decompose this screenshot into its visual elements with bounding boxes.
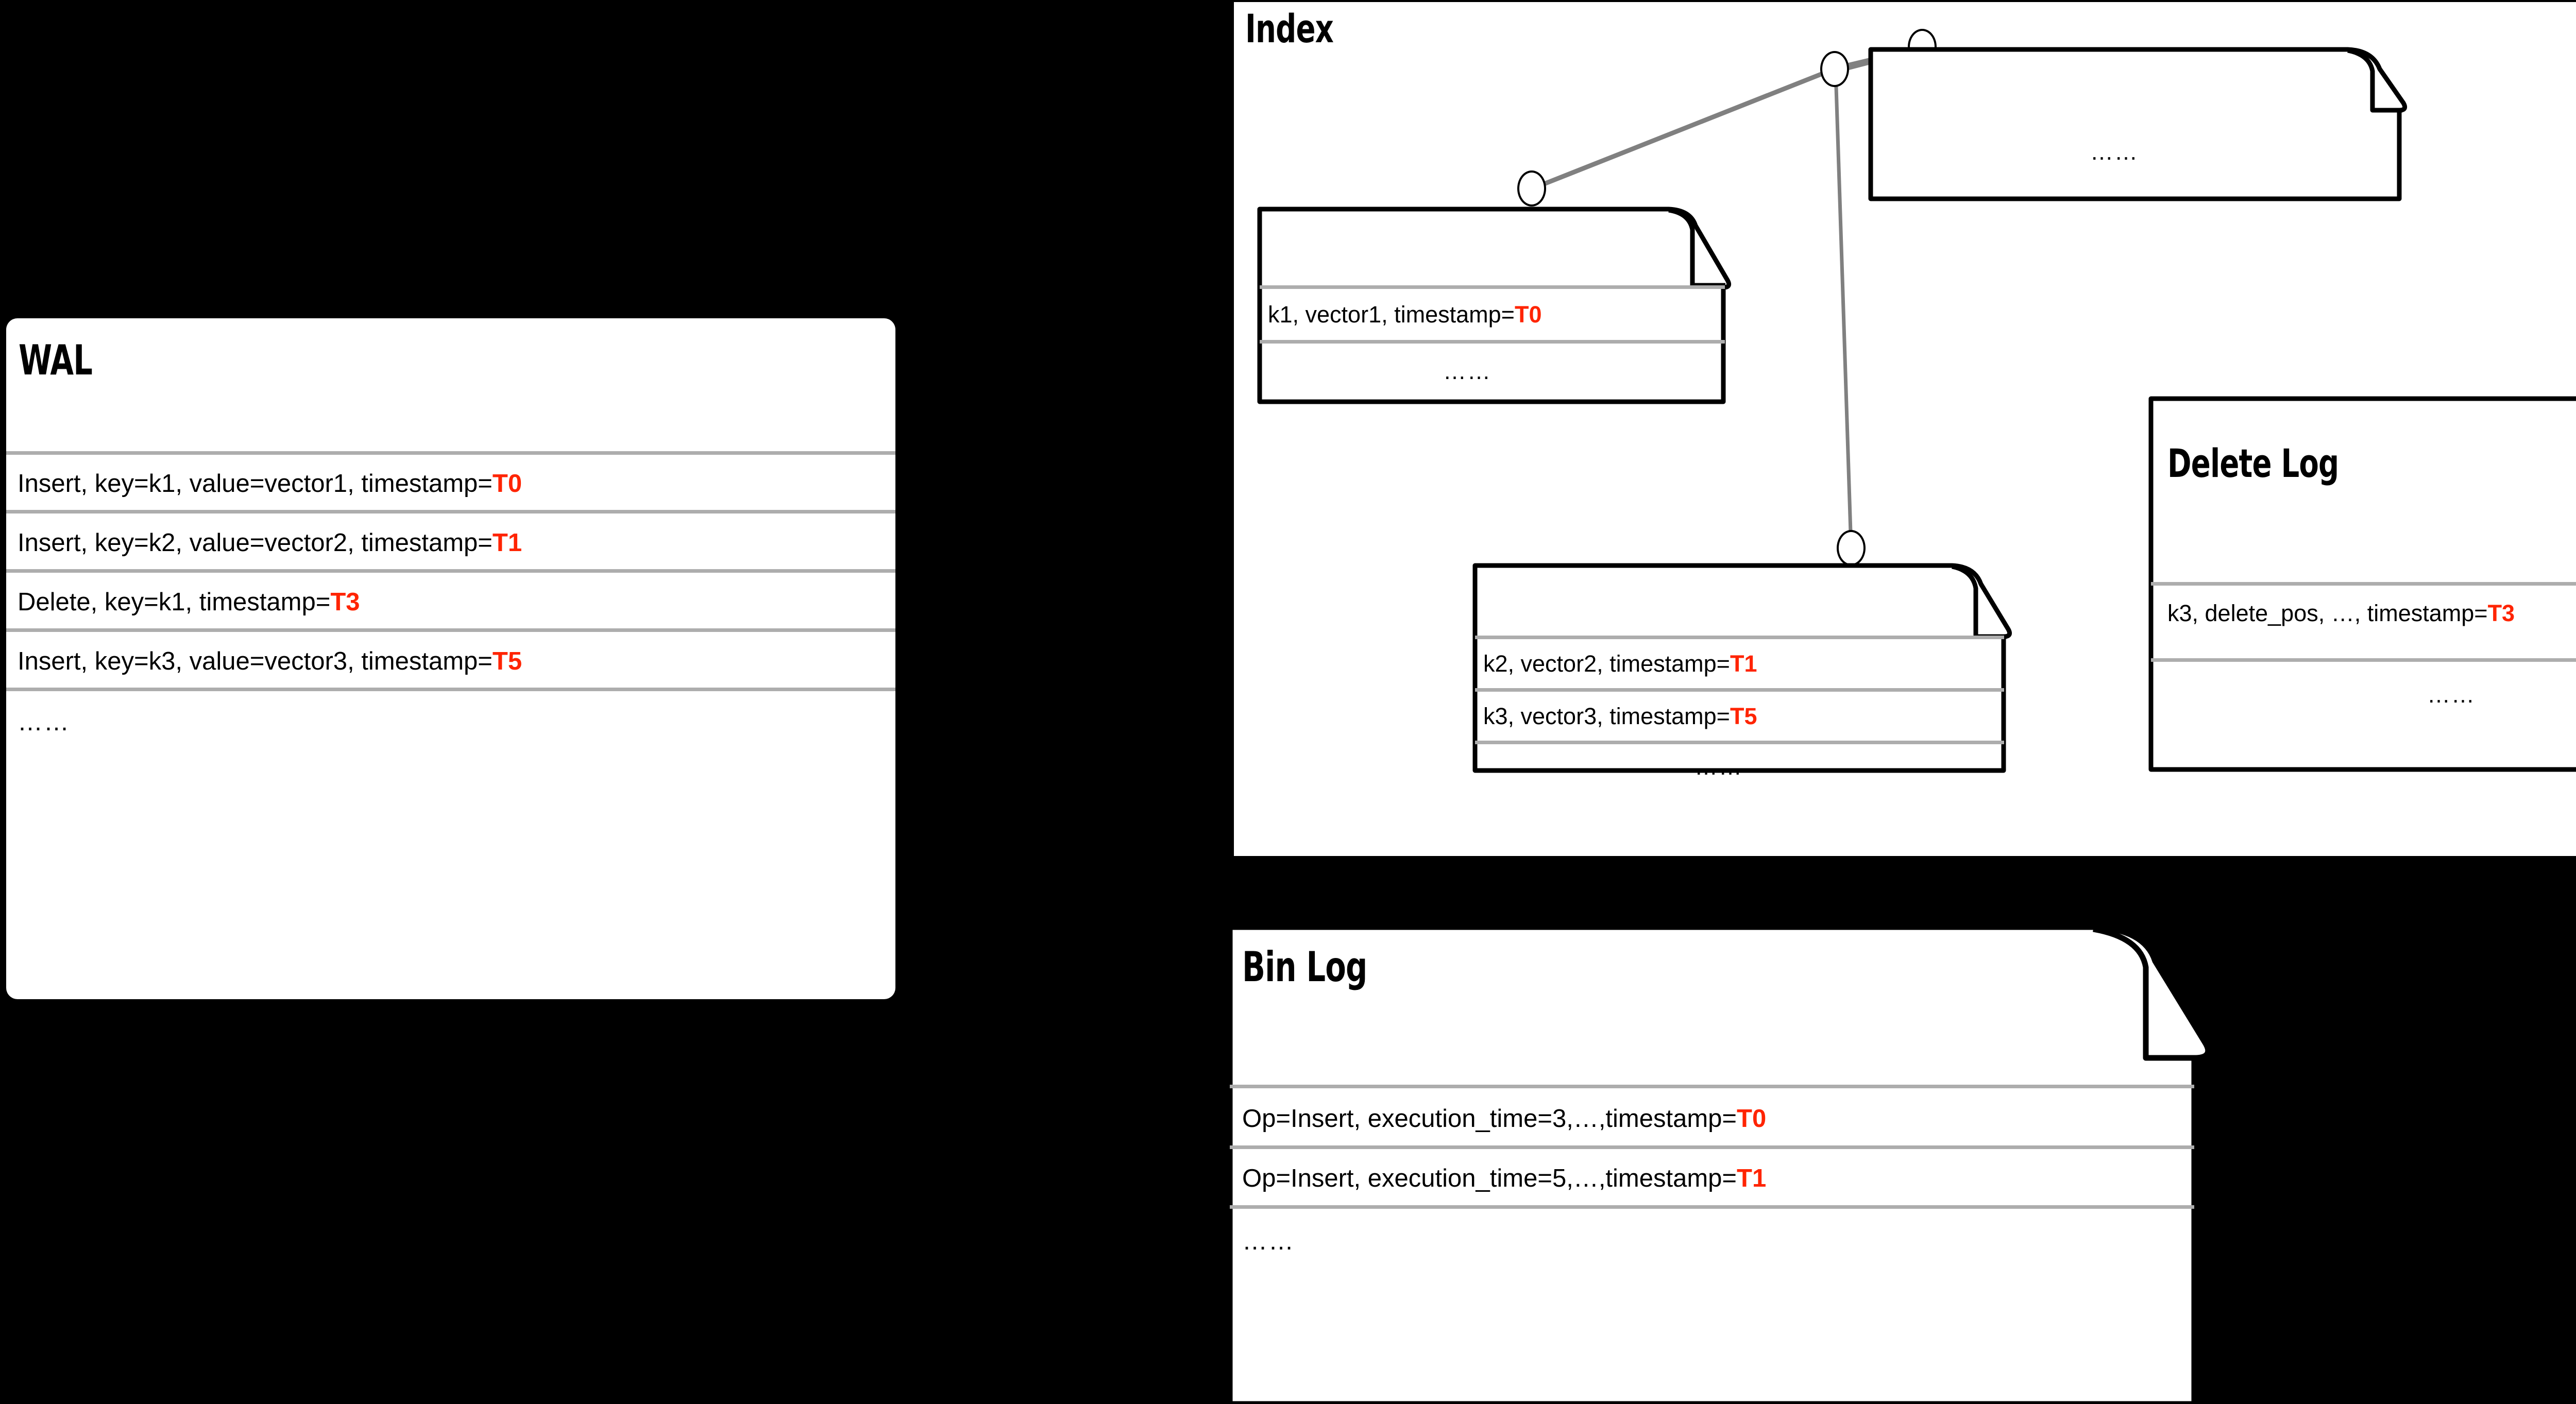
index-card-k2k3-divider-1 — [1475, 636, 2004, 639]
index-card-k1-ellipsis: …… — [1443, 358, 1492, 384]
bin-log-divider-3 — [1230, 1205, 2194, 1209]
index-card-k2k3-ellipsis: …… — [1694, 754, 1743, 780]
wal-row-3-text: Delete, key=k1, timestamp= — [18, 588, 331, 616]
wal-divider-3 — [6, 569, 895, 573]
wal-row-2-text: Insert, key=k2, value=vector2, timestamp… — [18, 529, 493, 557]
wal-row-4-timestamp: T5 — [492, 647, 522, 675]
wal-row-4-text: Insert, key=k3, value=vector3, timestamp… — [18, 647, 493, 675]
delete-log-card-shape — [2149, 112, 2576, 232]
index-card-k1-row-1: k1, vector1, timestamp=T0 — [1268, 303, 1541, 326]
delete-log-ellipsis: …… — [2427, 681, 2476, 708]
bin-log-row-1: Op=Insert, execution_time=3,…,timestamp=… — [1242, 1106, 1766, 1132]
index-card-k2k3-divider-3 — [1475, 741, 2004, 744]
wal-panel: WAL Insert, key=k1, value=vector1, times… — [6, 318, 895, 999]
wal-row-3: Delete, key=k1, timestamp=T3 — [18, 590, 360, 615]
index-card-k1-row-1-text: k1, vector1, timestamp= — [1268, 301, 1515, 328]
index-card-k1-row-1-timestamp: T0 — [1514, 301, 1542, 328]
child-node-bottom[interactable] — [1837, 530, 1866, 566]
bin-log-row-2: Op=Insert, execution_time=5,…,timestamp=… — [1242, 1166, 1766, 1191]
bin-log-row-1-text: Op=Insert, execution_time=3,…,timestamp= — [1242, 1105, 1737, 1133]
wal-row-4: Insert, key=k3, value=vector3, timestamp… — [18, 649, 522, 674]
wal-title: WAL — [19, 336, 93, 384]
bin-log-divider-1 — [1230, 1085, 2194, 1088]
wal-row-2-timestamp: T1 — [492, 529, 522, 557]
wal-divider-5 — [6, 688, 895, 691]
bin-log-row-1-timestamp: T0 — [1737, 1105, 1767, 1133]
delete-log-row-1: k3, delete_pos, …, timestamp=T3 — [2167, 602, 2515, 625]
wal-row-3-timestamp: T3 — [330, 588, 360, 616]
wal-row-5-ellipsis: …… — [18, 708, 70, 736]
index-card-k2k3-row-2: k3, vector3, timestamp=T5 — [1483, 705, 1757, 728]
bin-log-panel: Bin Log Op=Insert, execution_time=3,…,ti… — [1227, 924, 2226, 1404]
index-card-k2k3-row-1: k2, vector2, timestamp=T1 — [1483, 652, 1757, 675]
wal-row-1: Insert, key=k1, value=vector1, timestamp… — [18, 471, 522, 496]
index-card-ellipsis-text: …… — [2090, 139, 2139, 165]
delete-log-row-1-timestamp: T3 — [2487, 600, 2515, 626]
index-card-k2k3-divider-2 — [1475, 688, 2004, 692]
index-card-k2k3: k2, vector2, timestamp=T1 k3, vector3, t… — [1472, 563, 2019, 778]
wal-row-1-timestamp: T0 — [492, 470, 522, 498]
wal-row-2: Insert, key=k2, value=vector2, timestamp… — [18, 530, 522, 556]
wal-divider-4 — [6, 628, 895, 632]
bin-log-ellipsis: …… — [1242, 1227, 1295, 1255]
bin-log-row-2-timestamp: T1 — [1737, 1165, 1767, 1192]
bin-log-row-2-text: Op=Insert, execution_time=5,…,timestamp= — [1242, 1165, 1737, 1192]
index-card-k2k3-row-2-timestamp: T5 — [1730, 703, 1757, 729]
index-card-ellipsis-shape: …… — [1868, 47, 2408, 201]
index-card-k1-divider-1 — [1260, 285, 1725, 289]
child-node-left[interactable] — [1517, 170, 1546, 207]
index-card-k2k3-row-1-text: k2, vector2, timestamp= — [1483, 650, 1730, 677]
root-node[interactable] — [1820, 51, 1849, 87]
delete-log-final: Delete Log k3, delete_pos, …, timestamp=… — [2148, 396, 2576, 772]
bin-log-title: Bin Log — [1242, 943, 1367, 991]
wal-row-1-text: Insert, key=k1, value=vector1, timestamp… — [18, 470, 493, 498]
wal-divider-1 — [6, 451, 895, 455]
delete-log-divider-2 — [2151, 658, 2576, 662]
delete-log-title: Delete Log — [2167, 440, 2339, 486]
index-title: Index — [1245, 6, 1334, 52]
bin-log-divider-2 — [1230, 1145, 2194, 1149]
wal-divider-2 — [6, 510, 895, 513]
index-card-k1-divider-2 — [1260, 340, 1725, 344]
index-card-k1: k1, vector1, timestamp=T0 …… — [1257, 207, 1732, 404]
index-card-k2k3-row-2-text: k3, vector3, timestamp= — [1483, 703, 1730, 729]
delete-log-divider-1 — [2151, 582, 2576, 586]
delete-log-row-1-text: k3, delete_pos, …, timestamp= — [2167, 600, 2488, 626]
index-card-k2k3-row-1-timestamp: T1 — [1730, 650, 1757, 677]
